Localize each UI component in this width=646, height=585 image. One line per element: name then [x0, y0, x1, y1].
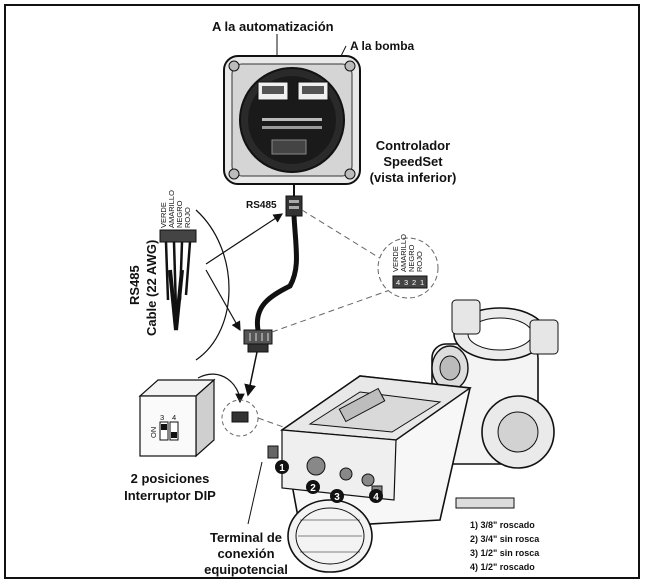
- label-dip-1: 2 posiciones: [131, 471, 210, 486]
- port-callout-3: 3: [330, 489, 344, 503]
- svg-text:3: 3: [334, 492, 340, 503]
- label-rs485-port: RS485: [246, 200, 277, 211]
- rs485-port-connector: [285, 195, 303, 217]
- cable-arc: [195, 209, 230, 361]
- pin-color-labels: VERDE AMARILLO NEGRO ROJO: [391, 234, 424, 272]
- dip-switch: [138, 378, 216, 458]
- label-controller-3: (vista inferior): [370, 170, 457, 185]
- pool-pump: [267, 299, 559, 573]
- wire-label-negro: NEGRO: [407, 244, 416, 272]
- pin-number-2: 2: [412, 278, 416, 287]
- port-callout-1: 1: [275, 460, 289, 474]
- rs485-cable-run: [254, 215, 299, 331]
- label-automation: A la automatización: [212, 19, 334, 34]
- arrow-to-plug: [205, 269, 241, 332]
- pin-number-4: 4: [396, 278, 400, 287]
- label-cable-1: RS485: [127, 265, 142, 305]
- wire-label-amarillo: AMARILLO: [399, 234, 408, 272]
- arrow-to-controller: [205, 213, 284, 265]
- svg-text:2: 2: [310, 483, 316, 494]
- speedset-controller: [223, 55, 361, 185]
- port-callout-2: 2: [306, 480, 320, 494]
- pin-terminal-block: [392, 275, 428, 289]
- pin-number-3: 3: [404, 278, 408, 287]
- label-pump: A la bomba: [350, 39, 415, 53]
- label-controller-1: Controlador: [376, 138, 450, 153]
- cable-wire-negro: NEGRO: [175, 200, 184, 228]
- wire-label-verde: VERDE: [391, 246, 400, 272]
- label-bond-3: equipotencial: [204, 562, 288, 577]
- label-bond-1: Terminal de: [210, 530, 282, 545]
- legend-item-4: 4) 1/2" roscado: [470, 562, 535, 572]
- legend-item-2: 2) 3/4" sin rosca: [470, 534, 540, 544]
- arrow-dip-to-pump: [197, 373, 245, 404]
- dip-location-callout: [221, 399, 259, 437]
- label-bond-2: conexión: [217, 546, 274, 561]
- cable-wire-amarillo: AMARILLO: [167, 190, 176, 228]
- dip-switch-3: 3: [160, 413, 164, 422]
- dip-switch-4: 4: [172, 413, 176, 422]
- label-dip-2: Interruptor DIP: [124, 488, 216, 503]
- dip-on-label: ON: [149, 427, 158, 438]
- svg-text:4: 4: [373, 492, 379, 503]
- port-callout-4: 4: [369, 489, 383, 503]
- legend-item-3: 3) 1/2" sin rosca: [470, 548, 540, 558]
- wire-label-rojo: ROJO: [415, 251, 424, 272]
- label-controller-2: SpeedSet: [383, 154, 443, 169]
- arrow-plug-to-pump: [244, 351, 258, 397]
- port-legend: 1) 3/8" roscado 2) 3/4" sin rosca 3) 1/2…: [470, 520, 540, 572]
- pointer-bonding: [247, 461, 263, 525]
- svg-text:1: 1: [279, 463, 285, 474]
- label-cable-2: Cable (22 AWG): [144, 240, 159, 336]
- legend-item-1: 1) 3/8" roscado: [470, 520, 535, 530]
- pin-number-1: 1: [420, 278, 424, 287]
- rs485-cable: VERDE AMARILLO NEGRO ROJO: [159, 190, 197, 331]
- cable-wire-rojo: ROJO: [183, 207, 192, 228]
- cable-plug: [243, 329, 273, 353]
- cable-wire-verde: VERDE: [159, 202, 168, 228]
